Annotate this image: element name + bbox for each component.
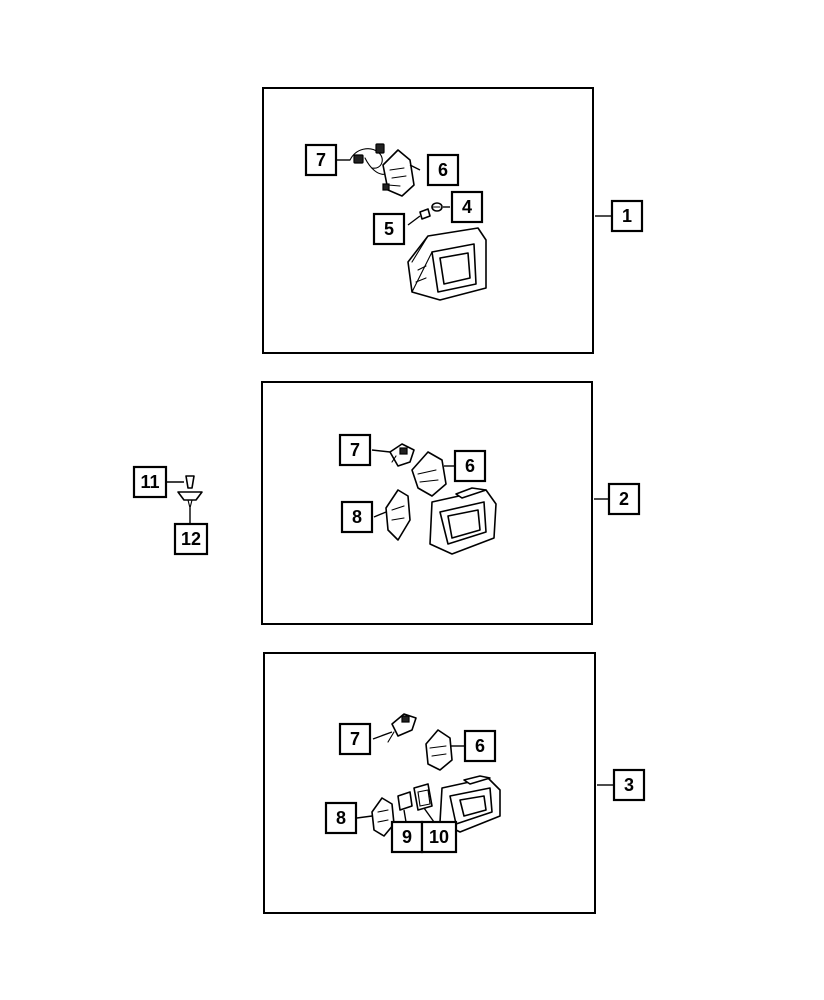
callout-7-assembly-2: 7 xyxy=(338,433,372,467)
callout-7-assembly-1: 7 xyxy=(304,143,338,177)
trim-part xyxy=(371,797,395,837)
svg-text:4: 4 xyxy=(462,197,472,217)
bracket-part xyxy=(382,149,415,197)
callout-6-assembly-3: 6 xyxy=(463,729,497,763)
wiring-harness-part xyxy=(349,143,387,175)
callout-6-assembly-2: 6 xyxy=(453,449,487,483)
svg-text:7: 7 xyxy=(350,729,360,749)
svg-text:3: 3 xyxy=(624,775,634,795)
svg-text:9: 9 xyxy=(402,827,412,847)
svg-text:12: 12 xyxy=(181,529,201,549)
module-part xyxy=(397,791,413,811)
svg-text:7: 7 xyxy=(350,440,360,460)
callout-1: 1 xyxy=(610,199,644,233)
svg-text:11: 11 xyxy=(140,472,159,492)
lens-part xyxy=(413,783,433,811)
assembly-3: 7 6 8 9 10 xyxy=(263,652,596,914)
svg-text:8: 8 xyxy=(336,808,346,828)
svg-text:5: 5 xyxy=(384,219,394,239)
callout-12: 12 xyxy=(173,522,209,556)
svg-text:6: 6 xyxy=(475,736,485,756)
svg-text:7: 7 xyxy=(316,150,326,170)
callout-6-assembly-1: 6 xyxy=(426,153,460,187)
callout-7-assembly-3: 7 xyxy=(338,722,372,756)
callout-4-assembly-1: 4 xyxy=(450,190,484,224)
svg-text:2: 2 xyxy=(619,489,629,509)
assembly-1: 7 6 4 5 xyxy=(262,87,594,354)
trim-part xyxy=(385,489,411,541)
svg-text:6: 6 xyxy=(438,160,448,180)
bulb-part xyxy=(431,202,443,212)
callout-10-assembly-3: 10 xyxy=(420,820,458,854)
wiring-harness-part xyxy=(389,443,415,467)
callout-9-assembly-3: 9 xyxy=(390,820,424,854)
callout-8-assembly-3: 8 xyxy=(324,801,358,835)
svg-text:10: 10 xyxy=(429,827,449,847)
tail-lamp-housing xyxy=(429,487,497,555)
callout-11: 11 xyxy=(132,465,168,499)
assembly-2: 7 6 8 xyxy=(261,381,593,625)
svg-text:1: 1 xyxy=(622,206,632,226)
small-bulb-part xyxy=(419,208,431,220)
assembly-2-frame xyxy=(261,381,593,625)
callout-8-assembly-2: 8 xyxy=(340,500,374,534)
callout-2: 2 xyxy=(607,482,641,516)
wiring-harness-part xyxy=(387,713,417,743)
bracket-part xyxy=(411,451,447,497)
callout-5-assembly-1: 5 xyxy=(372,212,406,246)
assembly-1-frame xyxy=(262,87,594,354)
svg-text:6: 6 xyxy=(465,456,475,476)
push-pin-fastener xyxy=(177,475,203,509)
assembly-3-frame xyxy=(263,652,596,914)
bracket-part xyxy=(425,729,453,771)
svg-text:8: 8 xyxy=(352,507,362,527)
callout-3: 3 xyxy=(612,768,646,802)
tail-lamp-housing xyxy=(407,227,487,301)
